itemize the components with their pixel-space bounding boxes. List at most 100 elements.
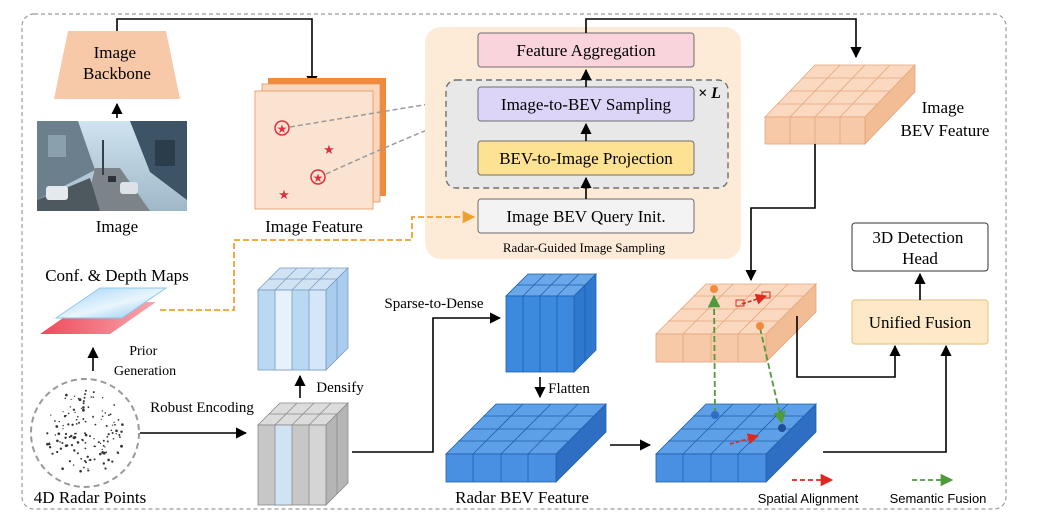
radar-point (48, 446, 52, 449)
prior-generation-label: Prior Generation (114, 344, 176, 379)
conf-depth-maps-label: Conf. & Depth Maps (45, 266, 189, 285)
radar-point (83, 459, 86, 462)
radar-point (83, 396, 86, 399)
radar-point (84, 389, 87, 392)
radar-point (104, 467, 107, 470)
bev-to-image-projection-label: BEV-to-Image Projection (499, 149, 673, 168)
radar-point (97, 441, 100, 444)
semantic-point-bottom-right (778, 424, 786, 432)
radar-point (99, 442, 102, 445)
unified-fusion-label: Unified Fusion (869, 313, 972, 332)
semantic-point-bottom-left (711, 411, 719, 419)
radar-point (111, 460, 114, 463)
camera-image-thumbnail (37, 121, 187, 211)
radar-point (82, 408, 85, 412)
radar-point (105, 451, 108, 454)
image-feature-label: Image Feature (265, 217, 363, 236)
sample-point-star-1: ★ (277, 122, 288, 136)
radar-point (79, 469, 82, 473)
radar-point (102, 397, 104, 399)
radar-point (80, 457, 83, 460)
sample-point-star-3: ★ (323, 142, 335, 157)
radar-point (56, 450, 59, 454)
legend-spatial-alignment-label: Spatial Alignment (758, 491, 859, 506)
radar-point (92, 396, 95, 399)
radar-point (73, 395, 76, 397)
radar-point (64, 432, 68, 436)
radar-point (62, 411, 64, 413)
radar-point (78, 421, 80, 424)
radar-point (85, 461, 87, 464)
radar-point (76, 452, 79, 455)
radar-point (61, 467, 64, 471)
flatten-label: Flatten (548, 381, 590, 397)
spatial-alignment-arrow-top (741, 293, 768, 305)
feature-aggregation-label: Feature Aggregation (516, 41, 656, 60)
radar-point (46, 442, 49, 446)
radar-point (78, 398, 82, 402)
radar-point (59, 441, 61, 443)
radar-point (70, 444, 74, 447)
rgis-caption: Radar-Guided Image Sampling (503, 240, 666, 255)
radar-point (102, 444, 105, 447)
radar-point (107, 458, 110, 462)
image-feature-stack (254, 78, 386, 210)
image-bev-feature-label: Image BEV Feature (901, 98, 990, 140)
detection-head-box (851, 222, 989, 272)
radar-point (87, 468, 89, 470)
radar-point (48, 443, 51, 446)
radar-point (89, 458, 92, 461)
radar-point (120, 444, 123, 448)
semantic-fusion-arrow-down (759, 327, 786, 425)
radar-point (77, 416, 79, 418)
radar-points-circle (30, 378, 140, 488)
radar-point (72, 408, 76, 411)
radar-point (94, 423, 97, 426)
radar-point (87, 406, 90, 409)
radar-point (89, 435, 91, 438)
radar-point (80, 407, 83, 409)
radar-point (119, 436, 121, 438)
radar-point (72, 464, 75, 466)
radar-point (101, 448, 103, 451)
radar-point (73, 449, 76, 452)
radar-point (107, 433, 110, 436)
semantic-fusion-arrow-up (707, 294, 721, 415)
radar-point (117, 419, 120, 421)
radar-point (86, 455, 89, 458)
radar-point (111, 432, 114, 434)
radar-point (75, 423, 78, 425)
radar-point (92, 391, 95, 394)
radar-point (82, 402, 85, 405)
radar-point (84, 442, 87, 444)
radar-point (54, 434, 57, 436)
radar-point (121, 423, 124, 426)
repeat-marker: × L (698, 85, 721, 102)
radar-point (84, 393, 87, 396)
conf-to-query-arrow (160, 210, 476, 311)
semantic-point-top-left (710, 285, 718, 293)
dense-voxel-cube (505, 273, 597, 373)
sample-point-circle-1 (274, 120, 290, 136)
radar-point (64, 397, 67, 400)
radar-point (55, 425, 59, 428)
radar-point (106, 440, 109, 443)
radar-point (118, 434, 121, 436)
legend-semantic-fusion-label: Semantic Fusion (890, 491, 987, 506)
sparse-to-dense-label: Sparse-to-Dense (384, 296, 483, 312)
image-bev-feature-block (764, 64, 916, 145)
radar-point (84, 432, 86, 435)
semantic-point-top-right (756, 322, 764, 330)
image-bev-to-fusion-arrow (745, 144, 816, 282)
densify-label: Densify (316, 380, 364, 396)
radar-point (67, 412, 70, 415)
radar-point (93, 458, 96, 461)
radar-point (100, 418, 102, 420)
radar-point (101, 451, 104, 454)
radar-plate-to-unified-fusion (823, 344, 952, 453)
radar-point (81, 438, 83, 440)
radar-point (117, 452, 120, 455)
radar-point (88, 459, 90, 461)
radar-point (67, 423, 70, 426)
fused-image-bev-plate (655, 283, 817, 363)
